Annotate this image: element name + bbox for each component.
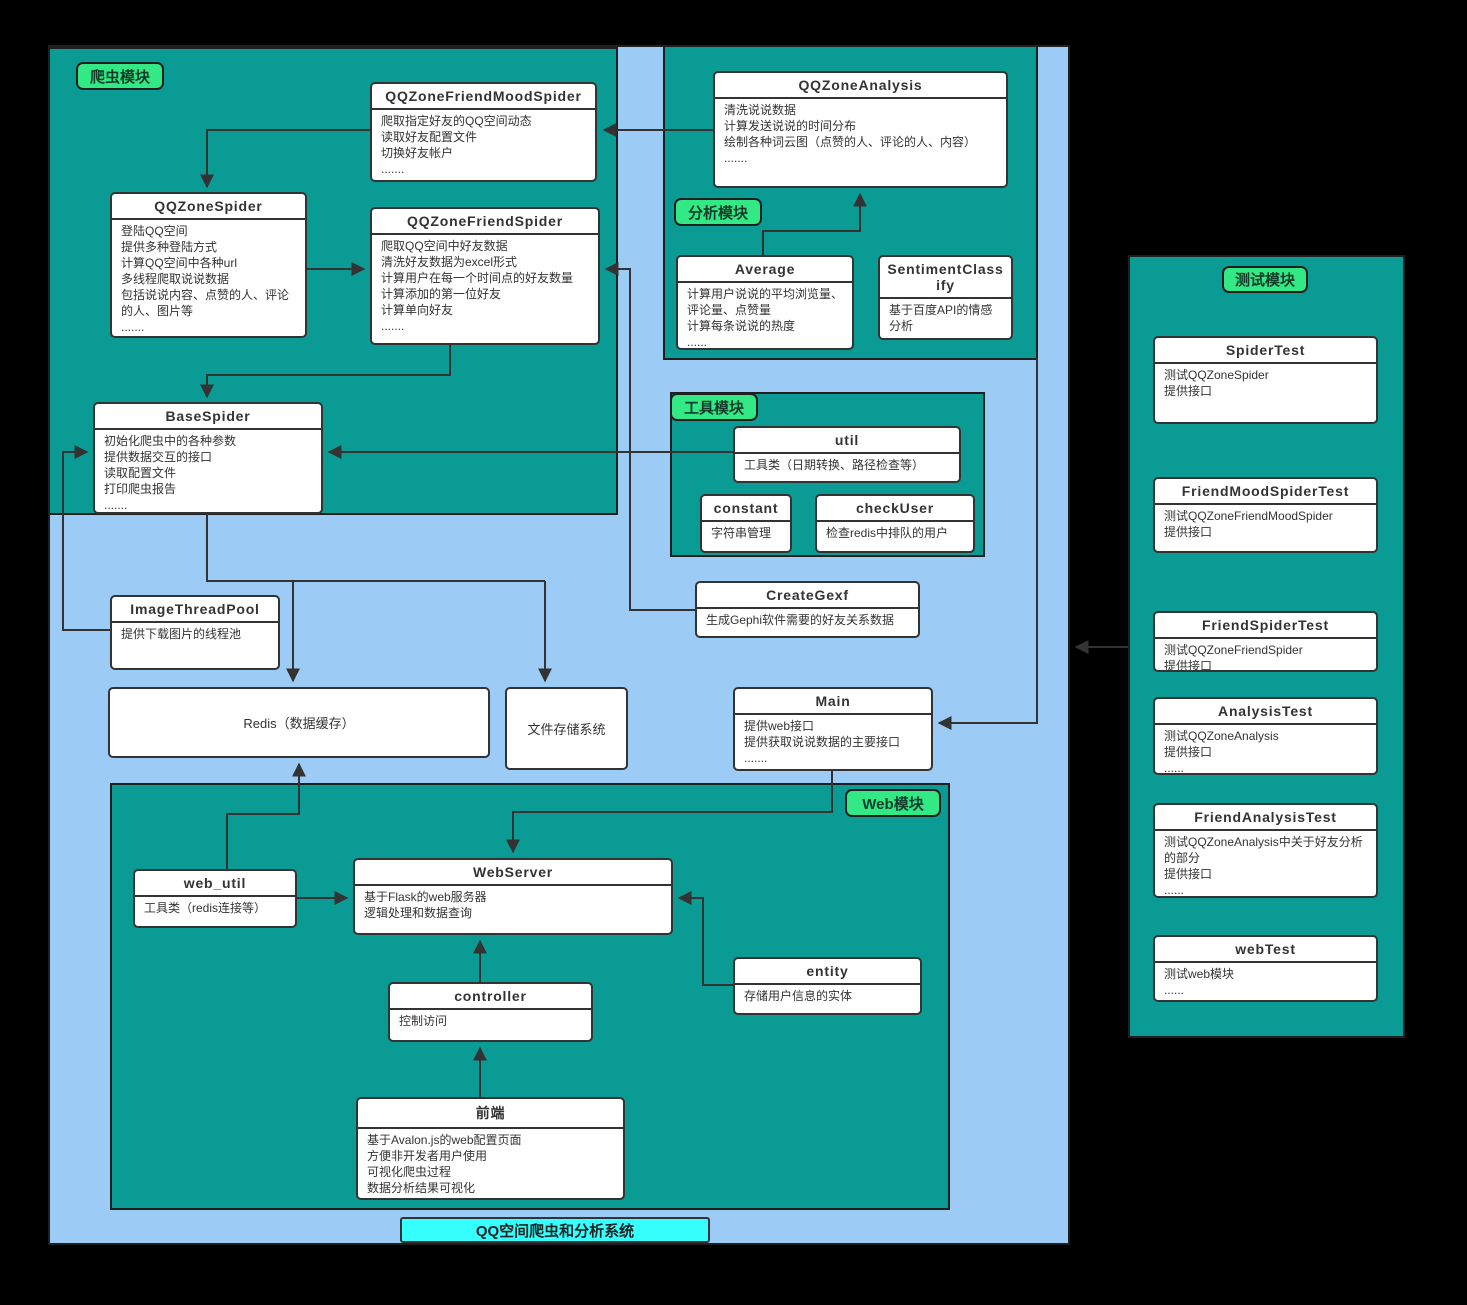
- class-title: CreateGexf: [697, 583, 918, 609]
- class-title: Average: [678, 257, 852, 283]
- web-module-label[interactable]: Web模块: [845, 789, 941, 817]
- node-label: 文件存储系统: [527, 722, 606, 737]
- class-body: 清洗说说数据 计算发送说说的时间分布 绘制各种词云图（点赞的人、评论的人、内容）…: [724, 103, 977, 165]
- class-webserver[interactable]: WebServer 基于Flask的web服务器 逻辑处理和数据查询: [353, 858, 673, 935]
- class-body: 登陆QQ空间 提供多种登陆方式 计算QQ空间中各种url 多线程爬取说说数据 包…: [121, 224, 290, 334]
- class-title: SentimentClassify: [880, 257, 1011, 299]
- class-body: 检查redis中排队的用户: [826, 526, 949, 540]
- class-constant[interactable]: constant 字符串管理: [700, 494, 792, 553]
- class-title: util: [735, 428, 959, 454]
- class-title: AnalysisTest: [1155, 699, 1376, 725]
- class-title: ImageThreadPool: [112, 597, 278, 623]
- class-title: entity: [735, 959, 920, 985]
- class-title: QQZoneFriendSpider: [372, 209, 598, 235]
- node-file-storage[interactable]: 文件存储系统: [505, 687, 628, 770]
- class-title: FriendSpiderTest: [1155, 613, 1376, 639]
- class-title: controller: [390, 984, 591, 1010]
- class-title: FriendMoodSpiderTest: [1155, 479, 1376, 505]
- class-friendspidertest[interactable]: FriendSpiderTest 测试QQZoneFriendSpider 提供…: [1153, 611, 1378, 672]
- class-body: 基于Avalon.js的web配置页面 方便非开发者用户使用 可视化爬虫过程 数…: [367, 1133, 522, 1195]
- class-spidertest[interactable]: SpiderTest 测试QQZoneSpider 提供接口: [1153, 336, 1378, 424]
- class-title: FriendAnalysisTest: [1155, 805, 1376, 831]
- class-qqzonefriendmoodspider[interactable]: QQZoneFriendMoodSpider 爬取指定好友的QQ空间动态 读取好…: [370, 82, 597, 182]
- class-analysistest[interactable]: AnalysisTest 测试QQZoneAnalysis 提供接口 .....…: [1153, 697, 1378, 775]
- class-title: checkUser: [817, 496, 973, 522]
- node-redis[interactable]: Redis（数据缓存）: [108, 687, 490, 758]
- class-title: QQZoneAnalysis: [715, 73, 1006, 99]
- class-body: 测试QQZoneAnalysis 提供接口 ......: [1164, 729, 1279, 775]
- label-text: 分析模块: [687, 204, 748, 222]
- class-title: web_util: [135, 871, 295, 897]
- class-title: SpiderTest: [1155, 338, 1376, 364]
- label-text: Web模块: [862, 795, 924, 813]
- class-imagethreadpool[interactable]: ImageThreadPool 提供下载图片的线程池: [110, 595, 280, 670]
- class-body: 计算用户说说的平均浏览量、评论量、点赞量 计算每条说说的热度 ......: [687, 287, 844, 349]
- label-text: 测试模块: [1234, 272, 1295, 289]
- class-sentimentclassify[interactable]: SentimentClassify 基于百度API的情感分析: [878, 255, 1013, 340]
- class-webtest[interactable]: webTest 测试web模块 ......: [1153, 935, 1378, 1002]
- class-title: QQZoneFriendMoodSpider: [372, 84, 595, 110]
- class-body: 提供下载图片的线程池: [121, 627, 242, 641]
- class-body: 测试QQZoneFriendMoodSpider 提供接口: [1164, 509, 1333, 539]
- class-body: 工具类（日期转换、路径检查等）: [744, 458, 925, 472]
- analysis-module-label[interactable]: 分析模块: [674, 198, 762, 226]
- class-main[interactable]: Main 提供web接口 提供获取说说数据的主要接口 .......: [733, 687, 933, 771]
- diagram-title-banner[interactable]: QQ空间爬虫和分析系统: [400, 1217, 710, 1243]
- class-title: BaseSpider: [95, 404, 321, 430]
- class-title: QQZoneSpider: [112, 194, 305, 220]
- test-module-label[interactable]: 测试模块: [1222, 266, 1308, 293]
- class-body: 生成Gephi软件需要的好友关系数据: [706, 613, 895, 627]
- class-body: 爬取QQ空间中好友数据 清洗好友数据为excel形式 计算用户在每一个时间点的好…: [381, 239, 574, 333]
- class-body: 基于Flask的web服务器 逻辑处理和数据查询: [364, 890, 487, 920]
- class-body: 存储用户信息的实体: [744, 989, 853, 1003]
- class-average[interactable]: Average 计算用户说说的平均浏览量、评论量、点赞量 计算每条说说的热度 .…: [676, 255, 854, 350]
- class-basespider[interactable]: BaseSpider 初始化爬虫中的各种参数 提供数据交互的接口 读取配置文件 …: [93, 402, 323, 514]
- class-controller[interactable]: controller 控制访问: [388, 982, 593, 1042]
- class-body: 测试QQZoneFriendSpider 提供接口: [1164, 643, 1303, 672]
- class-friendanalysistest[interactable]: FriendAnalysisTest 测试QQZoneAnalysis中关于好友…: [1153, 803, 1378, 898]
- class-checkuser[interactable]: checkUser 检查redis中排队的用户: [815, 494, 975, 553]
- class-body: 字符串管理: [711, 526, 772, 540]
- class-qqzonespider[interactable]: QQZoneSpider 登陆QQ空间 提供多种登陆方式 计算QQ空间中各种ur…: [110, 192, 307, 338]
- class-frontend[interactable]: 前端 基于Avalon.js的web配置页面 方便非开发者用户使用 可视化爬虫过…: [356, 1097, 625, 1200]
- class-entity[interactable]: entity 存储用户信息的实体: [733, 957, 922, 1015]
- label-text: 爬虫模块: [89, 68, 150, 86]
- class-title: WebServer: [355, 860, 671, 886]
- class-body: 爬取指定好友的QQ空间动态 读取好友配置文件 切换好友帐户 .......: [381, 114, 532, 176]
- class-body: 初始化爬虫中的各种参数 提供数据交互的接口 读取配置文件 打印爬虫报告 ....…: [104, 434, 237, 512]
- class-body: 控制访问: [399, 1014, 448, 1028]
- node-label: Redis（数据缓存）: [243, 716, 355, 731]
- class-creategexf[interactable]: CreateGexf 生成Gephi软件需要的好友关系数据: [695, 581, 920, 638]
- class-util[interactable]: util 工具类（日期转换、路径检查等）: [733, 426, 961, 483]
- class-qqzonefriendspider[interactable]: QQZoneFriendSpider 爬取QQ空间中好友数据 清洗好友数据为ex…: [370, 207, 600, 345]
- class-body: 测试QQZoneSpider 提供接口: [1164, 368, 1269, 398]
- class-title: constant: [702, 496, 790, 522]
- class-body: 提供web接口 提供获取说说数据的主要接口 .......: [744, 719, 901, 765]
- class-title: Main: [735, 689, 931, 715]
- diagram-title: QQ空间爬虫和分析系统: [475, 1222, 635, 1240]
- class-body: 基于百度API的情感分析: [889, 303, 993, 333]
- class-body: 测试web模块 ......: [1164, 967, 1235, 997]
- class-qqzoneanalysis[interactable]: QQZoneAnalysis 清洗说说数据 计算发送说说的时间分布 绘制各种词云…: [713, 71, 1008, 188]
- class-title: webTest: [1155, 937, 1376, 963]
- class-webutil[interactable]: web_util 工具类（redis连接等）: [133, 869, 297, 928]
- class-friendmoodspidertest[interactable]: FriendMoodSpiderTest 测试QQZoneFriendMoodS…: [1153, 477, 1378, 553]
- crawler-module-label[interactable]: 爬虫模块: [76, 62, 164, 90]
- tools-module-label[interactable]: 工具模块: [670, 393, 758, 421]
- class-title: 前端: [358, 1099, 623, 1129]
- class-body: 工具类（redis连接等）: [144, 901, 267, 915]
- label-text: 工具模块: [683, 399, 744, 417]
- class-body: 测试QQZoneAnalysis中关于好友分析的部分 提供接口 ......: [1164, 835, 1363, 897]
